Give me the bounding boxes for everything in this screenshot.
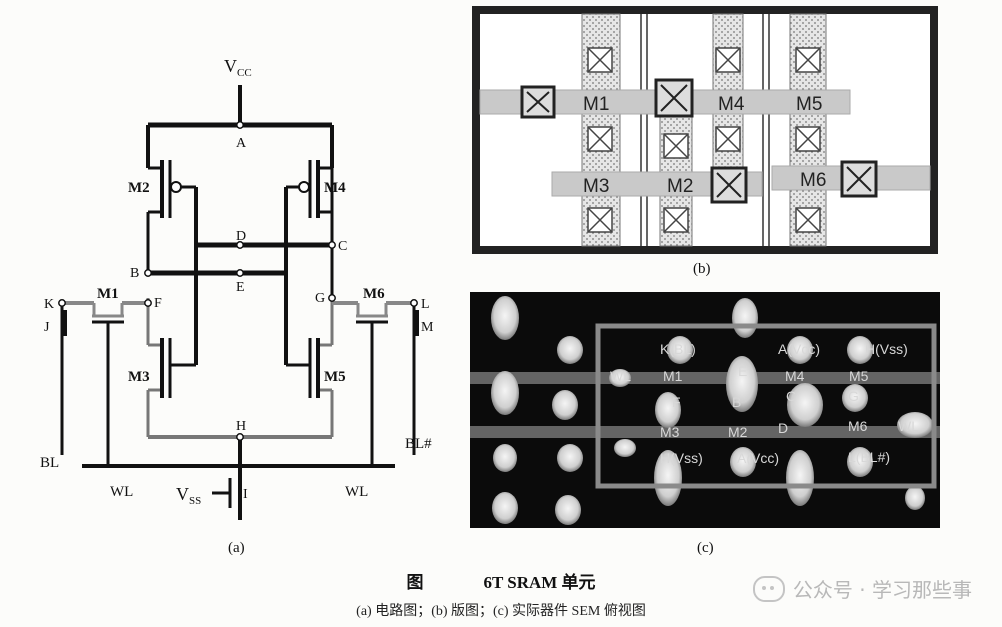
transistor-label: M6: [363, 286, 385, 302]
caption-prefix: 图: [406, 573, 424, 592]
wl-label-right: WL: [345, 484, 368, 500]
figure-caption-subtitle: (a) 电路图；(b) 版图；(c) 实际器件 SEM 俯视图: [356, 604, 646, 619]
sem-label: H(Vss): [865, 341, 908, 357]
circuit-diagram: [58, 85, 419, 520]
layout-label: M6: [800, 170, 826, 191]
node-label: I: [243, 487, 248, 502]
via-icon: [520, 78, 878, 204]
sem-label: M1: [663, 368, 683, 384]
node-label: H: [236, 419, 246, 434]
layout-label: M2: [667, 176, 693, 197]
layout-label: M4: [718, 94, 745, 115]
node-label: A: [236, 136, 247, 151]
transistor-label: M3: [128, 369, 150, 385]
node-label: B: [130, 266, 139, 281]
sem-label: E: [738, 363, 747, 379]
sem-label: A(Vcc): [737, 450, 779, 466]
panel-label-c: (c): [697, 540, 714, 556]
transistor-label: M2: [128, 180, 150, 196]
sem-image: K(BL) A(Vcc) H(Vss) WL M1 E M4 M5 F B C …: [470, 292, 940, 556]
wl-label-left: WL: [110, 484, 133, 500]
layout-diagram: M1 M4 M5 M3 M2 M6 (b): [472, 6, 938, 277]
caption-title-text: 6T SRAM 单元: [483, 573, 596, 592]
sem-label: F: [672, 394, 681, 410]
sem-label: M6: [848, 418, 868, 434]
sem-label: C: [786, 388, 796, 404]
vss-label: VSS: [176, 484, 201, 507]
watermark: 公众号 · 学习那些事: [752, 574, 972, 603]
vcc-label: VCC: [224, 56, 252, 79]
figure-caption-title: 图 6T SRAM 单元: [0, 568, 1002, 593]
sem-label: B: [732, 394, 741, 410]
node-label: F: [154, 296, 162, 311]
transistor-label: M1: [97, 286, 119, 302]
layout-label: M3: [583, 176, 609, 197]
node-label: M: [421, 320, 434, 335]
sem-label: K(BL): [660, 341, 696, 357]
bl-bar-label: BL#: [405, 436, 432, 452]
sem-label: M2: [728, 424, 748, 440]
contact-icon: [587, 47, 821, 233]
sem-label: M4: [785, 368, 805, 384]
sem-label: L(BL#): [848, 449, 890, 465]
sem-label: D: [778, 420, 788, 436]
sem-label: A(Vcc): [778, 341, 820, 357]
layout-label: M5: [796, 94, 822, 115]
sem-label: G: [848, 388, 859, 404]
circuit-labels: VCC A B C D E F G H I J K L M M1 M2 M3 M…: [40, 56, 434, 556]
panel-label-b: (b): [693, 261, 711, 277]
transistor-label: M5: [324, 369, 346, 385]
panel-label-a: (a): [228, 540, 245, 556]
layout-label: M1: [583, 94, 609, 115]
node-label: C: [338, 239, 347, 254]
transistor-label: M4: [324, 180, 346, 196]
node-label: E: [236, 280, 245, 295]
sem-label: M3: [660, 424, 680, 440]
node-label: L: [421, 297, 430, 312]
bl-label: BL: [40, 455, 59, 471]
sem-contact-blob: [491, 296, 933, 525]
sem-label: WL: [898, 418, 919, 434]
sem-label: M5: [849, 368, 869, 384]
node-label: G: [315, 291, 325, 306]
node-label: D: [236, 229, 246, 244]
wechat-icon: [752, 575, 785, 602]
watermark-text: 公众号 · 学习那些事: [792, 578, 972, 602]
node-label: K: [44, 297, 54, 312]
sem-label: H(Vss): [660, 450, 703, 466]
node-label: J: [44, 320, 50, 335]
sem-label: WL: [610, 368, 631, 384]
